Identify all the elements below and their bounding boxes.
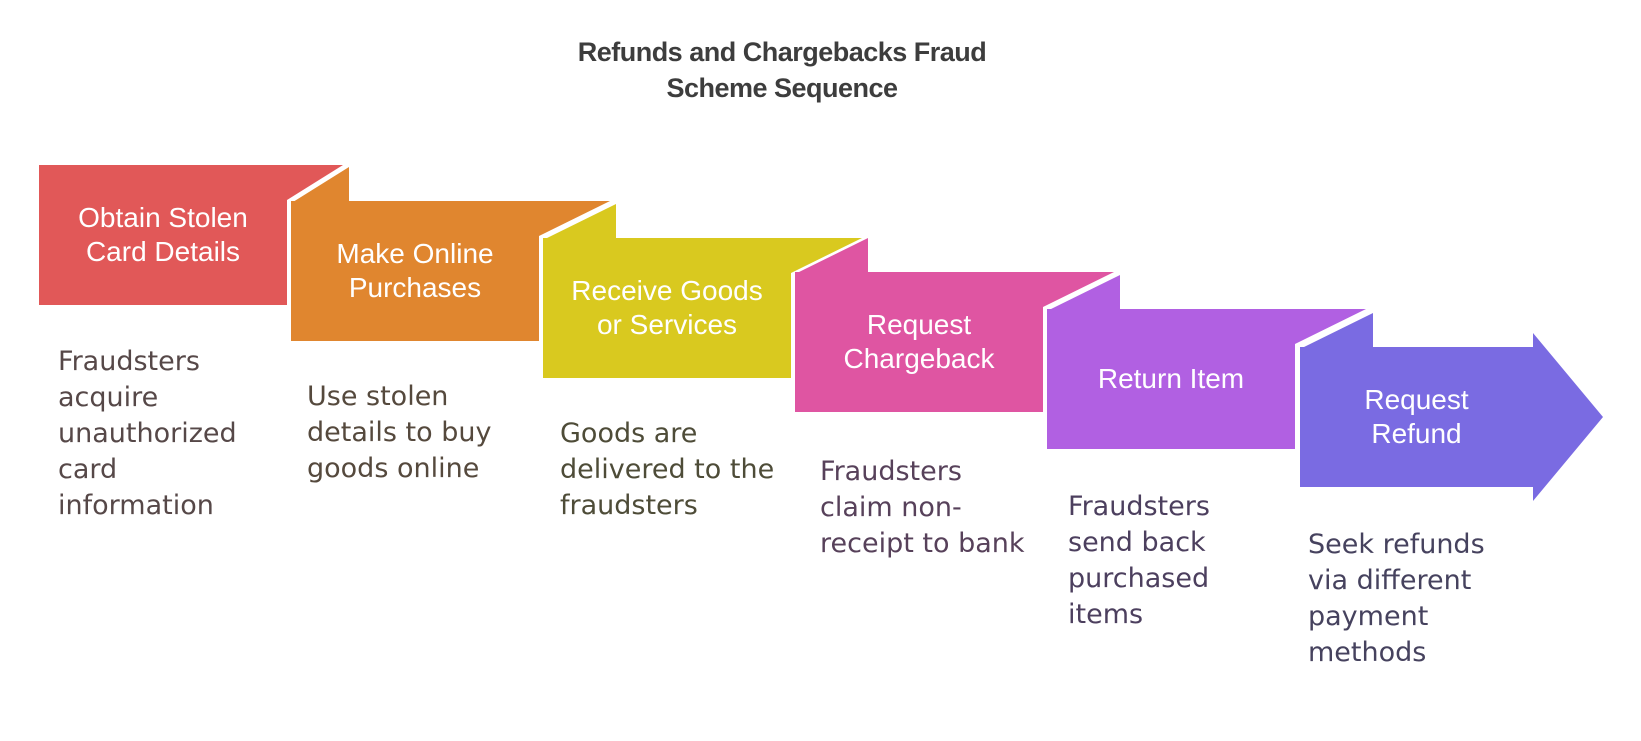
fold-out-5 [1295, 309, 1366, 344]
diagram-title: Refunds and Chargebacks Fraud Scheme Seq… [577, 37, 987, 103]
arrow-body [1300, 333, 1603, 501]
fold-in-6 [1302, 313, 1373, 348]
fold-in-3 [545, 204, 616, 239]
step-label-5: Return Item [1097, 363, 1245, 394]
step-label-1: Obtain Stolen Card Details [78, 202, 248, 267]
step-desc-5: Fraudsters send back purchased items [1068, 491, 1210, 630]
fold-out-2 [539, 201, 610, 236]
step-label-2: Make Online Purchases [336, 238, 494, 303]
banner-shape-4 [795, 238, 1114, 412]
fold-out-3 [791, 238, 862, 273]
step-desc-6: Seek refunds via different payment metho… [1308, 529, 1485, 668]
fold-out-1 [287, 165, 343, 200]
fold-in-4 [797, 238, 868, 273]
banner-shape-1 [39, 165, 343, 305]
arrow-shape [1300, 313, 1603, 501]
fold-in-2 [293, 167, 349, 202]
step-desc-3: Goods are delivered to the fraudsters [560, 418, 775, 521]
step-label-3: Receive Goods or Services [571, 275, 763, 340]
fold-in-5 [1049, 275, 1120, 310]
step-desc-2: Use stolen details to buy goods online [307, 381, 492, 484]
fold-out-4 [1043, 272, 1114, 307]
banner-shape-3 [543, 204, 862, 378]
step-desc-4: Fraudsters claim non- receipt to bank [820, 456, 1025, 559]
step-desc-1: Fraudsters acquire unauthorized card inf… [58, 346, 237, 521]
step-label-6: Request Refund [1364, 384, 1469, 449]
step-label-4: Request Chargeback [843, 309, 995, 374]
banner-shape-5 [1047, 275, 1366, 449]
banner-shape-2 [291, 167, 610, 341]
